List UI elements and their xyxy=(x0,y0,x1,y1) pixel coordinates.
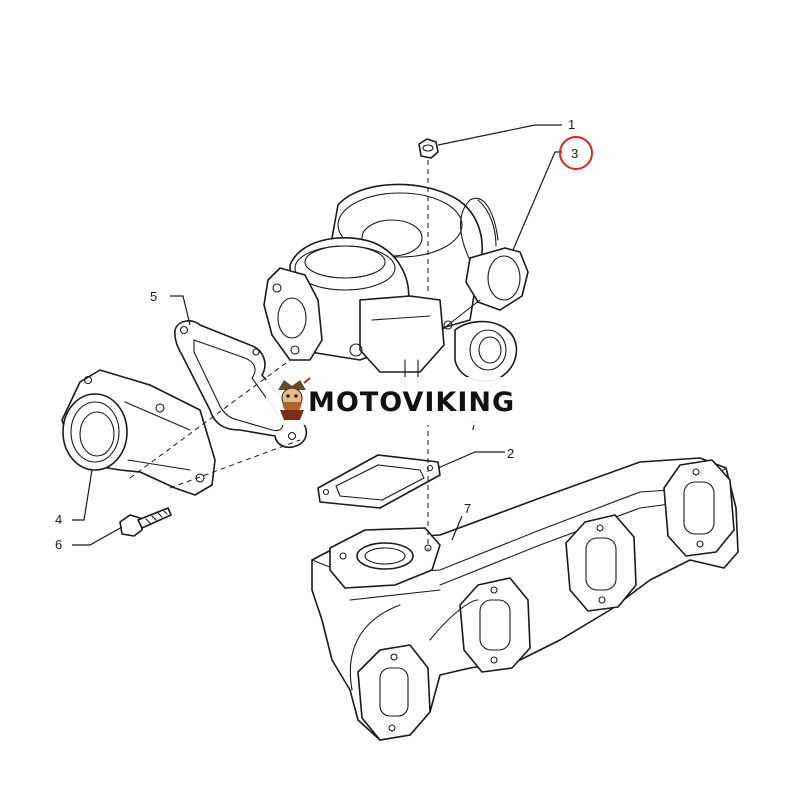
flange-nut xyxy=(418,138,439,159)
watermark-text: MOTOVIKING xyxy=(308,387,515,418)
outlet-elbow xyxy=(61,369,216,496)
viking-mascot-icon xyxy=(278,377,311,420)
leader-lines xyxy=(72,124,562,546)
exhaust-manifold xyxy=(311,457,739,741)
callout-1: 1 xyxy=(568,117,575,132)
assembly-lines xyxy=(129,160,429,550)
callout-7: 7 xyxy=(464,501,471,516)
watermark: MOTOVIKING xyxy=(266,377,536,425)
callout-2: 2 xyxy=(507,446,514,461)
turbo-flange-gasket xyxy=(317,454,441,509)
callout-3-highlight-ring xyxy=(559,136,593,170)
callout-4: 4 xyxy=(55,512,62,527)
callout-6: 6 xyxy=(55,537,62,552)
callout-7-secondary: 7 xyxy=(470,418,477,433)
turbocharger-assembly xyxy=(263,183,529,393)
callout-labels: 1 3 5 2 7 7 4 6 xyxy=(55,117,593,552)
callout-5: 5 xyxy=(150,289,157,304)
callout-3: 3 xyxy=(571,146,578,161)
elbow-bolt xyxy=(119,507,172,537)
